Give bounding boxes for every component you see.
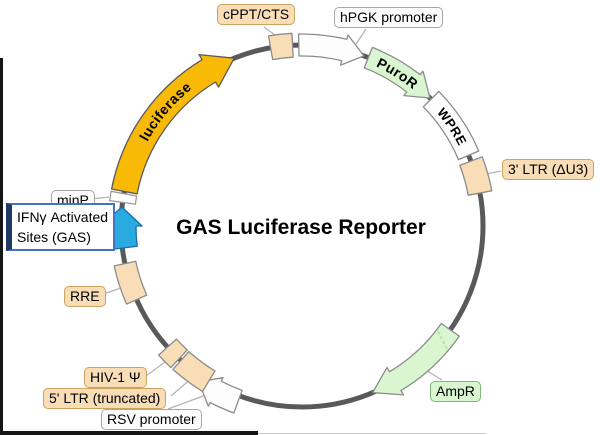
luciferase-feature xyxy=(110,53,235,195)
hiv-1-feature xyxy=(157,338,188,369)
screenshot-edge-artifact-left xyxy=(0,58,3,435)
cppt-cts-feature xyxy=(267,32,294,61)
ampr-feature xyxy=(372,322,460,396)
3-ltr-u3-feature xyxy=(459,156,493,196)
plasmid-title: GAS Luciferase Reporter xyxy=(176,216,426,239)
5-ltr-truncated-feature xyxy=(172,350,216,393)
wpre-feature xyxy=(422,90,480,161)
rsv-promoter-feature xyxy=(198,377,243,414)
rre-feature xyxy=(113,260,148,305)
hpgk-promoter-feature xyxy=(297,33,365,66)
minp-callout-line xyxy=(90,196,110,200)
hpgk-promoter-callout-line xyxy=(355,28,367,45)
screenshot-edge-artifact-bottom-faint xyxy=(258,433,486,434)
puror-feature xyxy=(363,46,431,99)
screenshot-edge-artifact-bottom xyxy=(0,431,258,435)
minp-feature xyxy=(109,190,138,205)
ifn-activated-sites-gas-feature xyxy=(99,206,143,251)
3-ltr-u3-callout-line xyxy=(485,170,502,175)
